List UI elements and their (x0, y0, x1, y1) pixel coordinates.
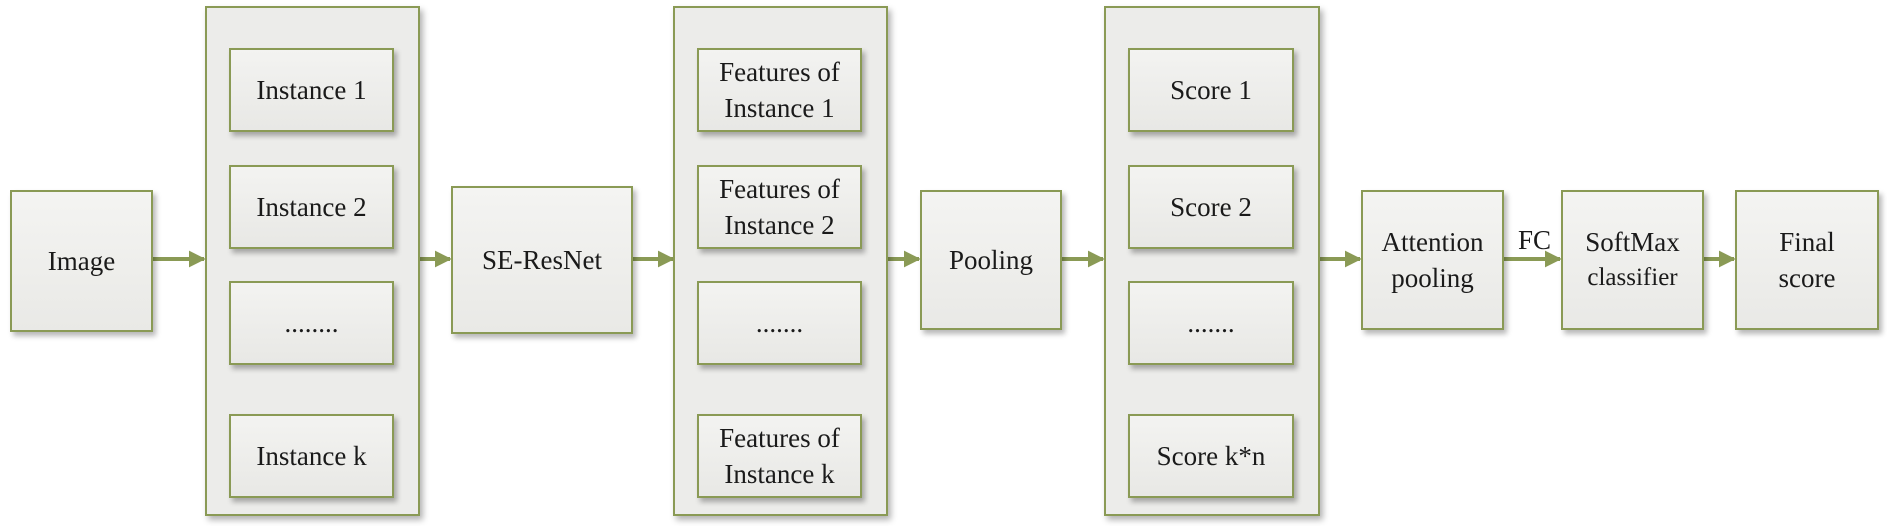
classifier-label: classifier (1587, 264, 1678, 291)
instance-k-box: Instance k (229, 414, 394, 498)
pooling-node: Pooling (920, 190, 1062, 330)
softmax-classifier-node: SoftMax classifier (1561, 190, 1704, 330)
score-kn-box: Score k*n (1128, 414, 1294, 498)
image-node: Image (10, 190, 153, 332)
fc-edge-label: FC (1518, 225, 1552, 255)
se-resnet-node: SE-ResNet (451, 186, 633, 334)
features-instance-k-box: Features of Instance k (697, 414, 862, 498)
score-2-box: Score 2 (1128, 165, 1294, 249)
score-ellipsis-box: ....... (1128, 281, 1294, 365)
features-instance-2-box: Features of Instance 2 (697, 165, 862, 249)
attention-pooling-node: Attention pooling (1361, 190, 1504, 330)
scores-column: Score 1 Score 2 ....... Score k*n (1104, 6, 1320, 516)
final-score-node: Final score (1735, 190, 1879, 330)
features-column: Features of Instance 1 Features of Insta… (673, 6, 888, 516)
instance-2-box: Instance 2 (229, 165, 394, 249)
instances-column: Instance 1 Instance 2 ........ Instance … (205, 6, 420, 516)
features-instance-1-box: Features of Instance 1 (697, 48, 862, 132)
instance-1-box: Instance 1 (229, 48, 394, 132)
instance-ellipsis-box: ........ (229, 281, 394, 365)
features-ellipsis-box: ....... (697, 281, 862, 365)
softmax-label: SoftMax (1585, 227, 1680, 257)
score-1-box: Score 1 (1128, 48, 1294, 132)
